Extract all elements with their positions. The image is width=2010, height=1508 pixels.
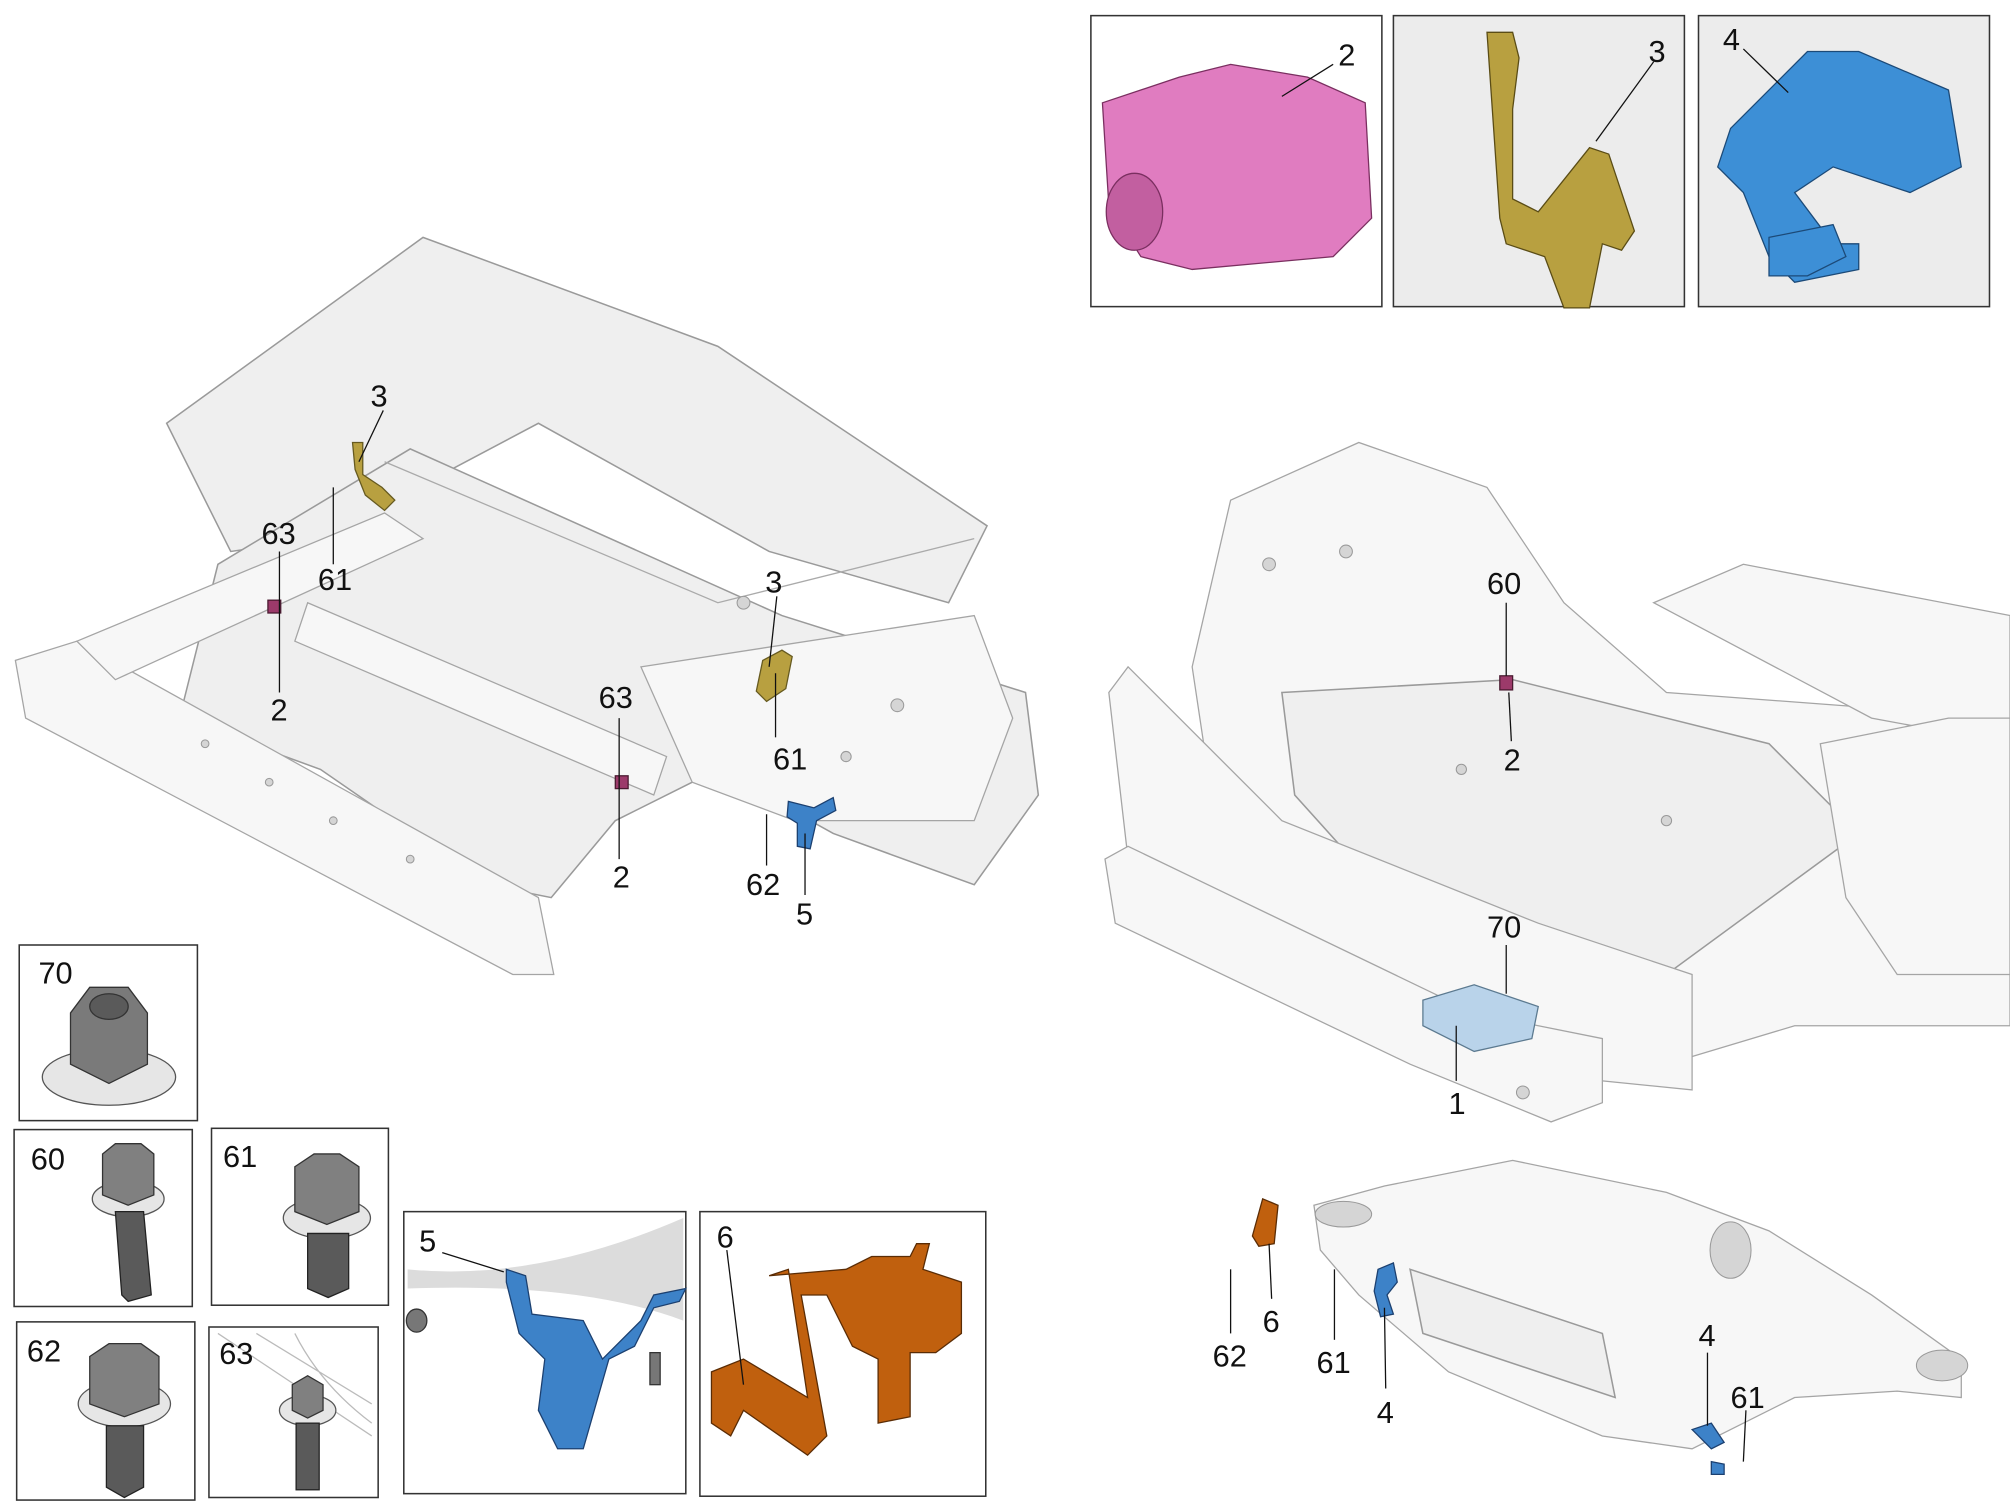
inset-bolt-60: 60 [13,1128,194,1308]
inset-label: 61 [223,1139,257,1174]
front-frame-assembly [14,236,1040,976]
callout: 60 [1487,566,1521,601]
inset-label: 4 [1723,22,1740,57]
inset-label: 2 [1338,38,1355,73]
inset-bolt-62: 62 [15,1321,196,1501]
bracket-2-rear [1499,675,1514,691]
inset-label: 3 [1649,34,1666,69]
callout: 63 [262,516,296,551]
callout: 2 [613,859,630,894]
rear-subframe-leaders [1229,1243,1747,1462]
height-sensor-3-right [755,649,793,703]
bracket-2-left [267,599,282,614]
callout: 62 [746,867,780,902]
inset-label: 63 [219,1336,253,1371]
inset-bolt-63: 63 [208,1326,379,1499]
rear-subframe-callouts: 6 62 61 4 4 61 [1213,1304,1765,1430]
callout: 6 [1263,1304,1280,1339]
callout: 61 [318,562,352,597]
callout: 3 [765,564,782,599]
height-sensor-6 [1251,1197,1279,1247]
callout: 62 [1213,1339,1247,1374]
inset-part-2: 2 [1090,14,1383,308]
inset-part-6: 6 [699,1210,987,1497]
callout: 2 [1504,743,1521,778]
inset-nut-70: 70 [18,944,199,1122]
inset-part-3: 3 [1392,14,1686,309]
bracket-2-right [614,775,629,790]
inset-label: 62 [27,1334,61,1369]
front-frame-leaders [278,410,806,896]
front-body-callouts: 60 2 70 1 [1449,566,1522,1121]
callout: 61 [773,741,807,776]
front-body-leaders [1455,602,1512,1081]
callout: 61 [1316,1345,1350,1380]
callout: 63 [599,680,633,715]
rear-subframe-assembly [1251,1159,1969,1476]
inset-label: 6 [717,1220,734,1255]
inset-bolt-61: 61 [210,1127,390,1306]
inset-label: 60 [31,1141,65,1176]
inset-part-4: 4 [1697,14,1991,308]
inset-label: 5 [419,1223,436,1258]
front-frame-callouts: 3 63 61 2 3 63 61 2 62 5 [262,379,814,932]
front-body-assembly [1104,441,2010,1123]
inset-label: 70 [38,955,72,990]
callout: 3 [370,379,387,414]
control-module-1 [1422,984,1540,1053]
height-sensor-5 [786,796,837,850]
height-sensor-4-right [1690,1422,1726,1476]
height-sensor-4-left [1373,1262,1398,1318]
callout: 4 [1699,1318,1716,1353]
inset-part-5: 5 [403,1210,687,1495]
callout: 61 [1731,1380,1765,1415]
callout: 5 [796,896,813,931]
callout: 4 [1377,1395,1394,1430]
callout: 1 [1449,1086,1466,1121]
callout: 2 [270,693,287,728]
callout: 70 [1487,909,1521,944]
